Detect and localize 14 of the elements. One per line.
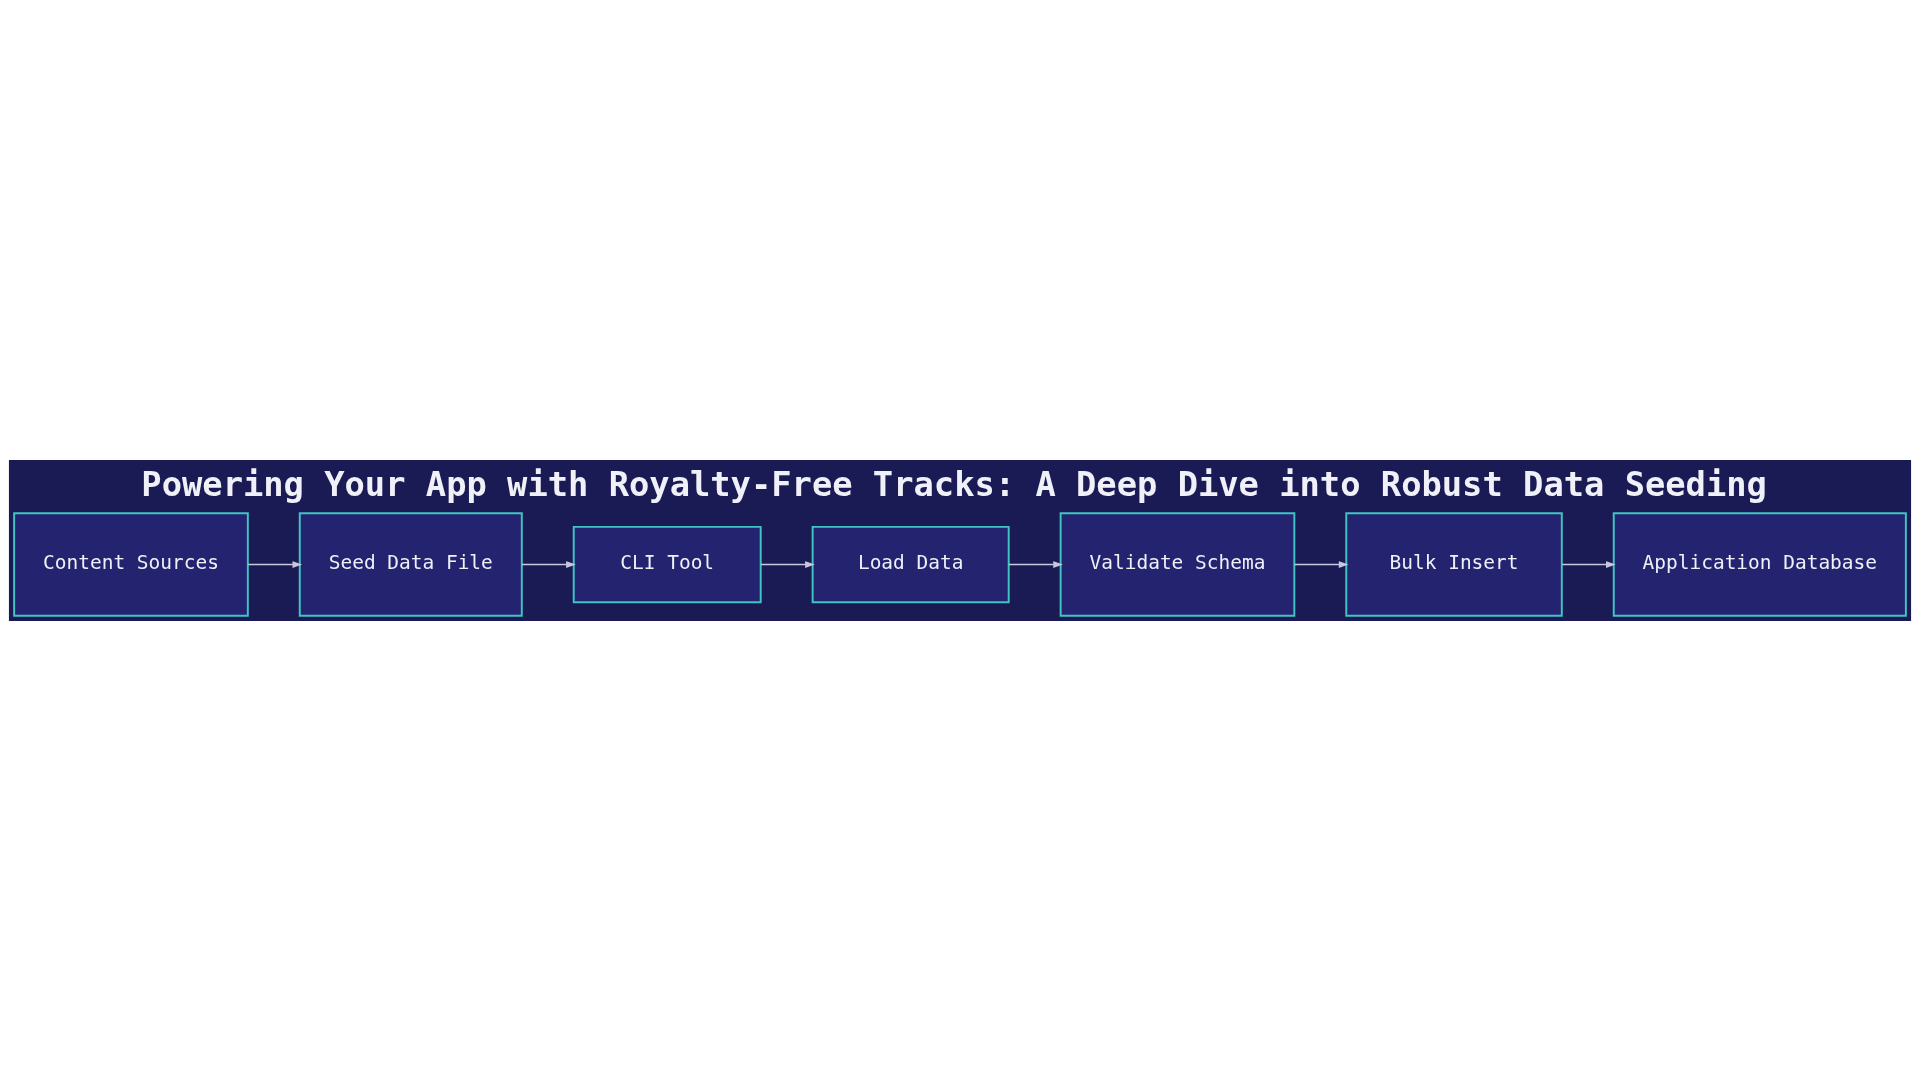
arrow [760, 560, 815, 568]
arrow [1008, 560, 1063, 568]
diagram-title: Powering Your App with Royalty-Free Tracks: A Deep Dive into Robust Data Seeding [141, 464, 1767, 504]
arrow [1293, 560, 1349, 568]
node-box: Bulk Insert [1345, 511, 1563, 617]
arrow [521, 560, 576, 568]
node-box: Application Database [1612, 511, 1907, 617]
arrow [1561, 560, 1616, 568]
node-box: Seed Data File [298, 511, 523, 617]
node-box: Load Data [811, 525, 1010, 603]
node-box: Content Sources [13, 511, 249, 617]
node-box: CLI Tool [572, 525, 762, 603]
node-box: Validate Schema [1059, 511, 1296, 617]
arrow [247, 560, 303, 568]
